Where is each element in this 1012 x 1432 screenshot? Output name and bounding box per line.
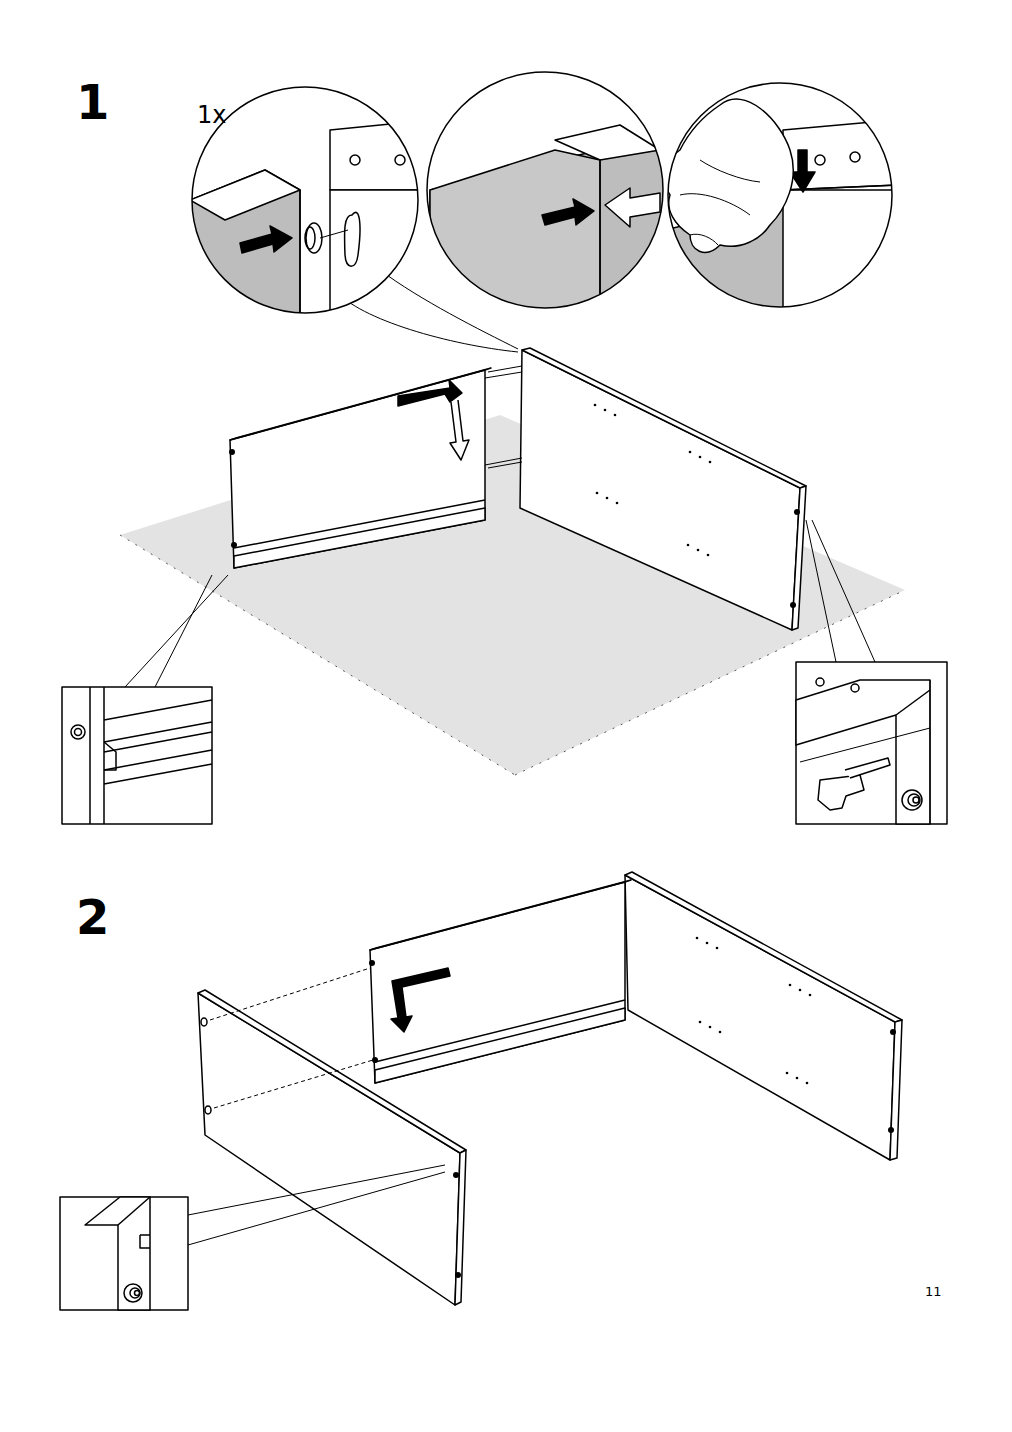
side-panel [198, 993, 460, 1305]
back-panel [370, 882, 625, 1083]
page-number: 11 [925, 1285, 942, 1298]
detail-box [62, 687, 212, 824]
side-panel [520, 350, 800, 630]
back-panel [230, 370, 485, 568]
step-number: 2 [76, 893, 109, 941]
quantity-label: 1x [197, 103, 226, 127]
detail-box [60, 1197, 188, 1310]
side-panel [625, 875, 895, 1160]
step-number: 1 [76, 78, 109, 126]
detail-box [796, 662, 947, 824]
